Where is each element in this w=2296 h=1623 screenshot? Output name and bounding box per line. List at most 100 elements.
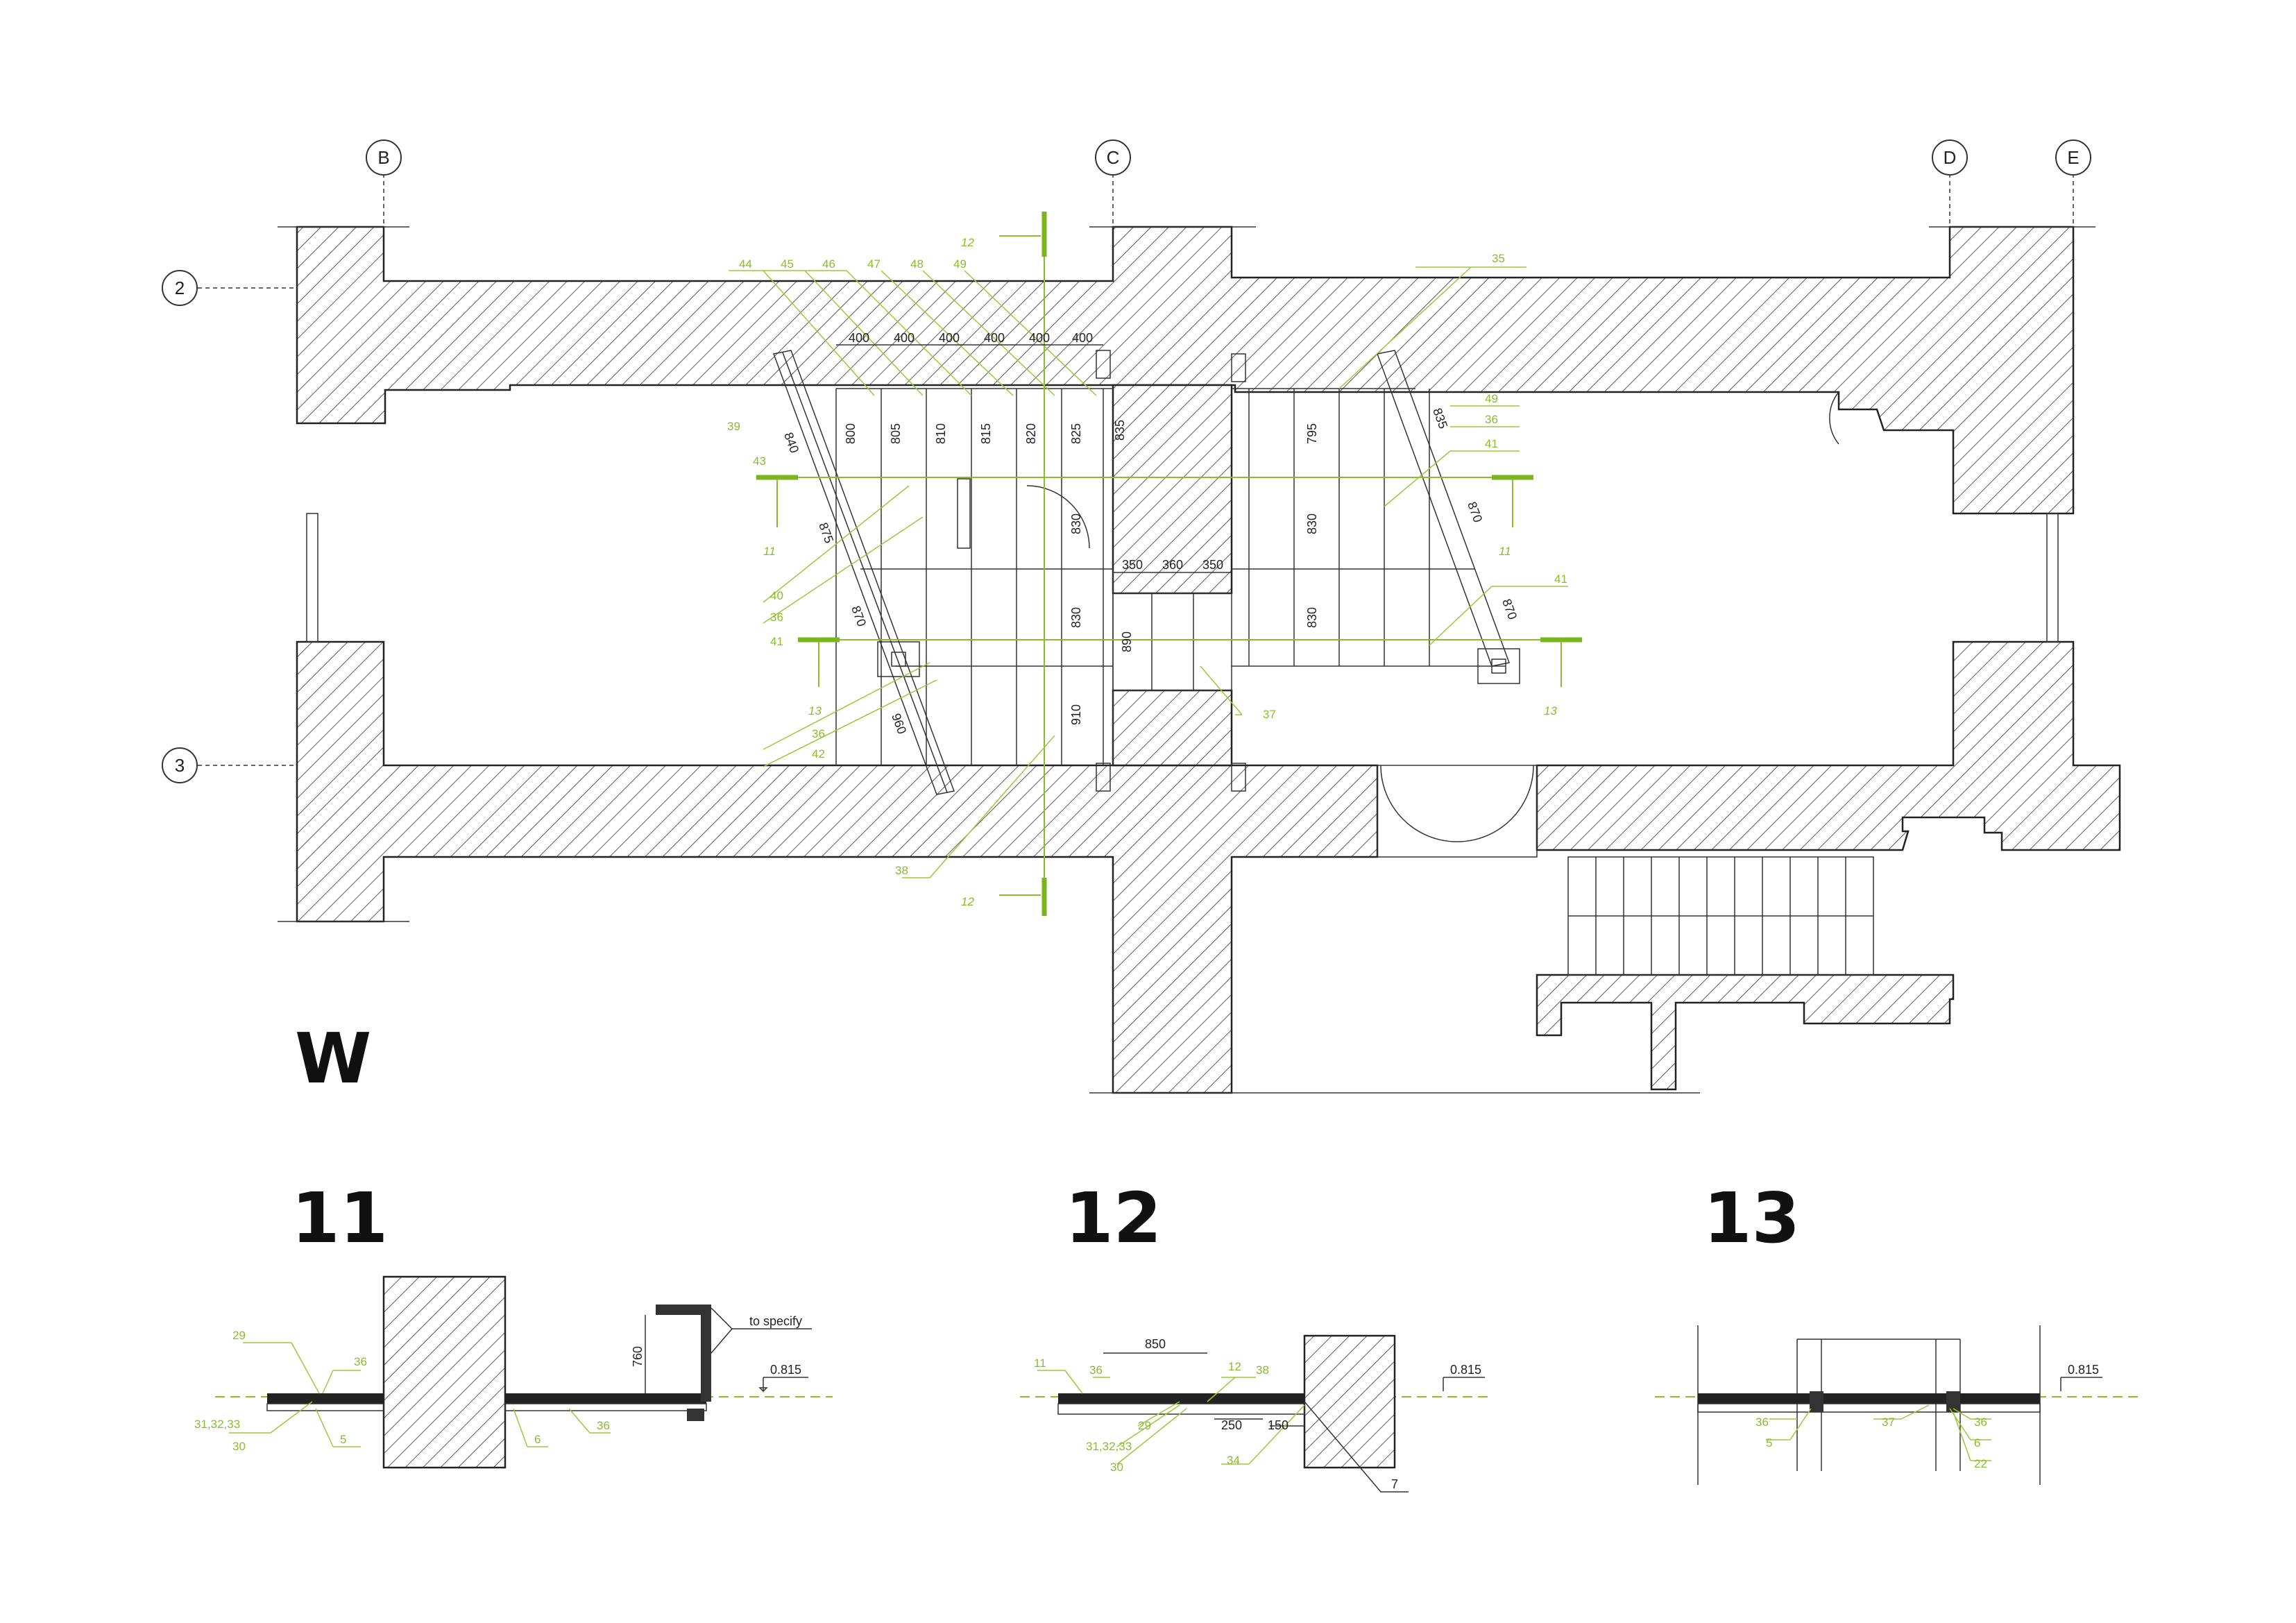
tag-37: 37 xyxy=(1263,708,1276,721)
axis-e-label: E xyxy=(2067,147,2079,168)
spacing-1: 400 xyxy=(849,331,869,345)
section-marks: 12 12 11 11 13 13 xyxy=(763,236,1557,908)
right-len-3: 830 xyxy=(1305,607,1319,628)
section-13-detail: 36 5 37 36 6 22 0.815 xyxy=(1655,1325,2141,1485)
s12-tag-38: 38 xyxy=(1256,1363,1269,1377)
axis-b-bubble xyxy=(366,139,402,176)
windows xyxy=(306,391,2059,643)
tag-42: 42 xyxy=(812,747,825,760)
section-mark-11-right: 11 xyxy=(1499,545,1511,558)
tag-36b: 36 xyxy=(812,727,825,740)
tag-leaders xyxy=(729,266,1568,878)
joist-len-1: 800 xyxy=(844,423,858,444)
left-tags: 39 43 40 36 41 36 42 38 xyxy=(727,420,908,877)
s12-tag-34: 34 xyxy=(1227,1454,1240,1467)
tag-43: 43 xyxy=(753,454,766,468)
s11-tag-5: 5 xyxy=(340,1433,346,1446)
axis-d-label: D xyxy=(1944,147,1957,168)
joist-len-5: 820 xyxy=(1024,423,1038,444)
middle-len-1: 830 xyxy=(1069,513,1083,534)
diag-870b: 870 xyxy=(1465,500,1485,524)
tag-44: 44 xyxy=(739,257,752,271)
spacing-3: 400 xyxy=(939,331,960,345)
door-swing-right xyxy=(1829,391,1839,445)
tag-36: 36 xyxy=(770,611,783,624)
spacing-4: 400 xyxy=(984,331,1005,345)
section-mark-12-bottom: 12 xyxy=(961,895,974,908)
axis-c-bubble xyxy=(1095,139,1131,176)
framing-landing xyxy=(1112,569,1232,765)
section-title-11: 11 xyxy=(291,1178,388,1259)
section-title-13: 13 xyxy=(1703,1178,1800,1259)
s12-level: 0.815 xyxy=(1450,1363,1481,1377)
diagonal-stringer-right xyxy=(1376,350,1511,667)
section-lines xyxy=(756,212,1582,916)
spacing-6: 400 xyxy=(1072,331,1093,345)
joist-len-7: 835 xyxy=(1113,420,1127,441)
axis-2-label: 2 xyxy=(175,278,185,298)
s13-tag-6: 6 xyxy=(1974,1436,1980,1450)
tag-49-right: 49 xyxy=(1485,392,1498,405)
s12-tag-3133: 31,32,33 xyxy=(1086,1440,1132,1453)
s13-tag-5: 5 xyxy=(1766,1436,1772,1450)
section-mark-13-right: 13 xyxy=(1544,704,1557,717)
right-len-1: 795 xyxy=(1305,423,1319,444)
s12-dim-250: 250 xyxy=(1221,1418,1242,1432)
s12-tag-11: 11 xyxy=(1034,1357,1046,1370)
axis-3-label: 3 xyxy=(175,755,185,776)
wall-central-pier-lower xyxy=(1112,689,1233,767)
s11-height-760: 760 xyxy=(631,1346,645,1367)
top-spacing-dims: 400 400 400 400 400 400 xyxy=(836,331,1103,346)
window-right xyxy=(2046,513,2059,643)
middle-len-2: 830 xyxy=(1069,607,1083,628)
doors xyxy=(1377,765,1538,858)
s11-tag-30: 30 xyxy=(232,1440,246,1453)
tag-49: 49 xyxy=(953,257,967,271)
diag-960: 960 xyxy=(889,711,909,736)
s12-tag-12: 12 xyxy=(1228,1360,1241,1373)
framing-right xyxy=(1231,350,1520,792)
s13-level: 0.815 xyxy=(2068,1363,2099,1377)
section-11-detail: 29 36 31,32,33 30 5 6 36 760 to specify … xyxy=(194,1275,833,1469)
right-tags: 35 49 36 41 41 37 xyxy=(1263,252,1567,721)
s11-level: 0.815 xyxy=(770,1363,801,1377)
axis-3-bubble xyxy=(162,747,198,783)
tag-35: 35 xyxy=(1492,252,1505,265)
wall-stair-base xyxy=(1536,974,1955,1091)
axis-2-bubble xyxy=(162,270,198,306)
s12-tag-30: 30 xyxy=(1110,1461,1123,1474)
tag-45: 45 xyxy=(781,257,794,271)
right-len-2: 830 xyxy=(1305,513,1319,534)
landing-dim-3: 350 xyxy=(1202,558,1223,572)
s13-tag-22: 22 xyxy=(1974,1457,1987,1470)
s11-tag-36b: 36 xyxy=(597,1419,610,1432)
axis-c-label: C xyxy=(1107,147,1120,168)
top-tags: 44 45 46 47 48 49 xyxy=(739,257,967,271)
s11-tag-29: 29 xyxy=(232,1329,246,1342)
s13-tag-37: 37 xyxy=(1882,1416,1895,1429)
door-swing-left xyxy=(1380,765,1458,842)
diagonal-stringer-left xyxy=(772,350,955,795)
wall-right-lower xyxy=(1536,640,2121,851)
s12-dim-150: 150 xyxy=(1268,1418,1289,1432)
section-12-detail: 11 36 850 12 38 29 31,32,33 30 250 150 3… xyxy=(1020,1334,1492,1493)
joist-len-3: 810 xyxy=(934,423,948,444)
s12-tag-29: 29 xyxy=(1138,1419,1151,1432)
diag-840: 840 xyxy=(781,430,801,454)
s12-tag-36: 36 xyxy=(1089,1363,1103,1377)
s13-tag-36a: 36 xyxy=(1755,1416,1769,1429)
section-title-12: 12 xyxy=(1065,1178,1162,1259)
diag-870c: 870 xyxy=(1499,597,1520,621)
section-mark-12-top: 12 xyxy=(961,236,974,249)
axis-b-label: B xyxy=(377,147,389,168)
tag-41-right: 41 xyxy=(1485,437,1498,450)
tag-41-right-b: 41 xyxy=(1554,572,1567,586)
middle-len-4: 890 xyxy=(1120,631,1134,652)
spacing-5: 400 xyxy=(1029,331,1050,345)
tag-48: 48 xyxy=(910,257,924,271)
tag-39: 39 xyxy=(727,420,740,433)
joist-dims-right: 795 830 830 xyxy=(1305,423,1319,628)
s11-note: to specify xyxy=(749,1314,802,1328)
axis-d-bubble xyxy=(1932,139,1968,176)
